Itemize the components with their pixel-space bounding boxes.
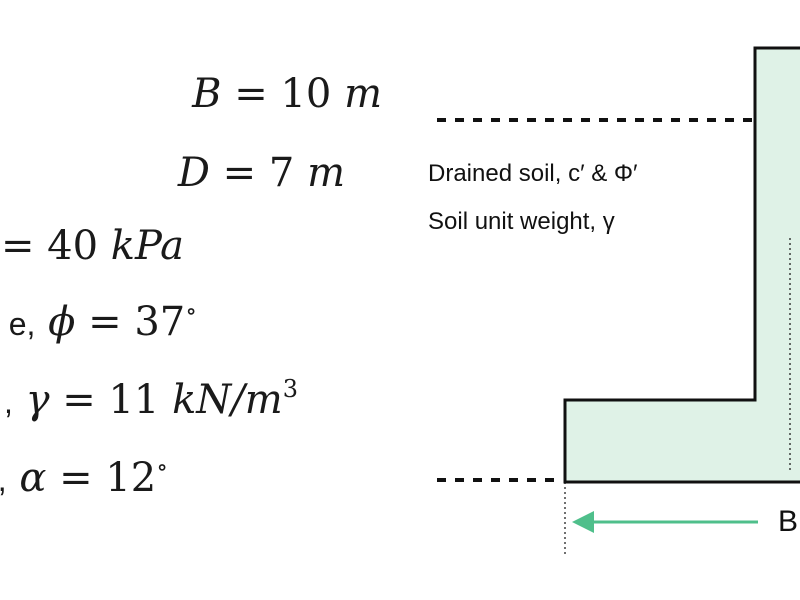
equals-sign: = bbox=[75, 299, 135, 345]
depth-symbol: D bbox=[177, 150, 210, 196]
equation-width: B = 10 m bbox=[0, 66, 380, 122]
gamma-symbol: γ bbox=[25, 377, 50, 423]
degree-sign: ∘ bbox=[185, 297, 197, 325]
degree-sign: ∘ bbox=[156, 453, 168, 481]
depth-unit: m bbox=[307, 150, 345, 196]
width-unit: m bbox=[344, 71, 380, 117]
width-label: B bbox=[778, 505, 799, 538]
equals-sign: = bbox=[49, 377, 109, 423]
cohesion-unit: kPa bbox=[110, 223, 184, 269]
friction-value: 37 bbox=[134, 299, 186, 345]
phi-symbol: ϕ bbox=[48, 299, 76, 345]
cubed-exponent: 3 bbox=[282, 375, 298, 403]
width-symbol: B bbox=[192, 71, 222, 117]
alpha-symbol: α bbox=[19, 455, 47, 501]
unit-weight-value: 11 bbox=[108, 377, 160, 423]
width-arrow-head bbox=[572, 511, 594, 533]
unit-weight-unit: kN/m bbox=[172, 377, 283, 423]
equation-slope-angle: , α = 12∘ bbox=[0, 450, 380, 506]
depth-value: 7 bbox=[268, 150, 295, 196]
equation-depth: D = 7 m bbox=[0, 145, 380, 201]
equation-unit-weight: , γ = 11 kN/m3 bbox=[0, 372, 380, 428]
equals-sign: = bbox=[46, 455, 106, 501]
equation-cohesion: = 40 kPa bbox=[0, 218, 380, 274]
unit-weight-label: Soil unit weight, γ bbox=[428, 208, 615, 235]
equals-sign: = bbox=[221, 71, 281, 117]
friction-label-fragment: e, bbox=[8, 306, 36, 342]
slope-value: 12 bbox=[105, 455, 157, 501]
soil-strength-label: Drained soil, c′ & Φ′ bbox=[428, 160, 638, 187]
equation-friction-angle: e, ϕ = 37∘ bbox=[0, 294, 380, 350]
unit-weight-label-fragment: , bbox=[3, 384, 13, 420]
cohesion-value: 40 bbox=[47, 223, 99, 269]
equals-sign: = bbox=[209, 150, 269, 196]
footing-body bbox=[563, 46, 800, 484]
slope-label-fragment: , bbox=[0, 462, 7, 498]
width-value: 10 bbox=[280, 71, 332, 117]
equals-sign: = bbox=[0, 223, 48, 269]
